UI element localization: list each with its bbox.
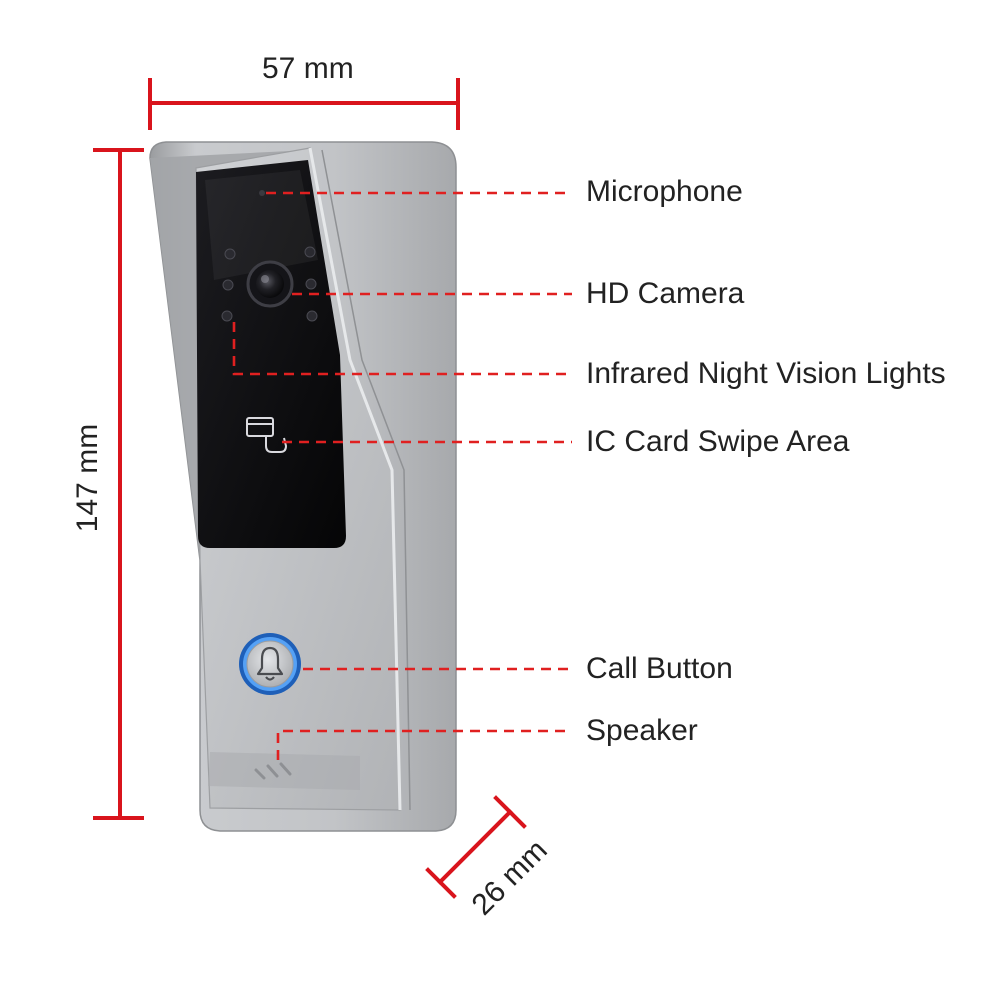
callout-speaker: Speaker: [586, 714, 698, 747]
housing-hood: [150, 150, 310, 560]
height-label: 147 mm: [71, 423, 104, 533]
bell-icon: [256, 646, 284, 681]
width-label: 57 mm: [262, 52, 354, 85]
dimension-depth: [425, 795, 527, 899]
callout-ic-card: IC Card Swipe Area: [586, 425, 850, 458]
callout-infrared: Infrared Night Vision Lights: [586, 357, 946, 390]
dimension-width: [148, 78, 460, 130]
callout-call-button: Call Button: [586, 652, 733, 685]
infrared-leds: [221, 246, 318, 322]
microphone-hole: [259, 190, 265, 196]
ic-card-icon: [246, 417, 288, 453]
callout-camera: HD Camera: [586, 277, 745, 310]
call-button: [246, 640, 294, 688]
leader-lines: [232, 191, 572, 760]
dimension-height: [93, 148, 144, 820]
callout-microphone: Microphone: [586, 175, 743, 208]
leader-speaker: [276, 729, 572, 760]
leader-infrared: [232, 322, 572, 376]
